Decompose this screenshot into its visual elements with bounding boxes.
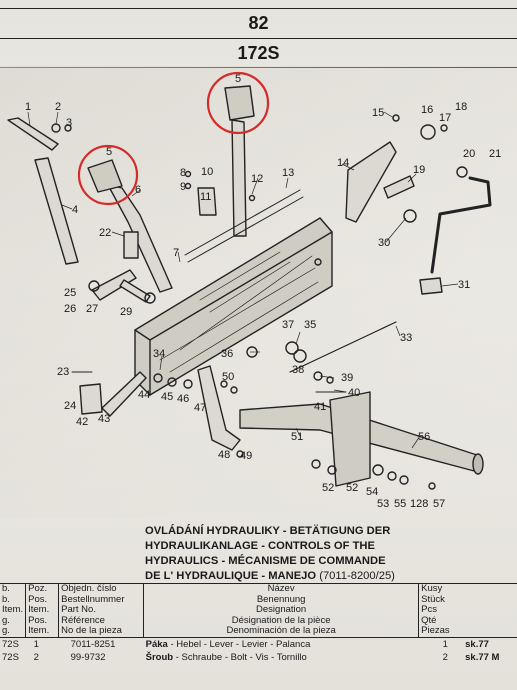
callout-16: 16 xyxy=(421,104,433,116)
callout-36: 36 xyxy=(221,348,233,360)
callout-48: 48 xyxy=(218,449,230,461)
callout-40: 40 xyxy=(348,387,360,399)
col-ref-header xyxy=(463,583,517,638)
lever-5 xyxy=(231,119,247,237)
caption-line-1: OVLÁDÁNÍ HYDRAULIKY - BETÄTIGUNG DER xyxy=(145,525,391,537)
page-header: 82 172S xyxy=(0,8,517,68)
callout-14: 14 xyxy=(337,157,349,169)
exploded-diagram: 1 2 3 4 5 5 6 7 8 9 10 11 12 13 14 15 16… xyxy=(0,66,517,518)
highlight-circle-knob-right xyxy=(206,71,270,135)
callout-17: 17 xyxy=(439,112,451,124)
callout-41: 41 xyxy=(314,401,326,413)
callout-20: 20 xyxy=(463,148,475,160)
callout-53: 53 xyxy=(377,498,389,510)
section-caption: OVLÁDÁNÍ HYDRAULIKY - BETÄTIGUNG DER HYD… xyxy=(145,524,445,584)
table-row: 72S 2 99-9732 Šroub - Schraube - Bolt - … xyxy=(2,651,500,663)
callout-42: 42 xyxy=(76,416,88,428)
callout-19: 19 xyxy=(413,164,425,176)
callout-44: 44 xyxy=(138,389,150,401)
callout-10: 10 xyxy=(201,166,213,178)
table-header: b.b.Item.g.g. Poz.Pos.Item.Pos.Item. Obj… xyxy=(0,583,517,638)
caption-line-4: DE L' HYDRAULIQUE - MANEJO (7011-8200/25… xyxy=(145,570,395,582)
callout-22: 22 xyxy=(99,227,111,239)
callout-29: 29 xyxy=(120,306,132,318)
callout-8: 8 xyxy=(180,167,186,179)
callout-54: 54 xyxy=(366,486,378,498)
block-31 xyxy=(419,277,443,295)
callout-57: 57 xyxy=(433,498,445,510)
callout-21: 21 xyxy=(489,148,501,160)
callout-26: 26 xyxy=(64,303,76,315)
callout-56: 56 xyxy=(418,431,430,443)
lever-arm-1 xyxy=(7,117,59,151)
callout-6: 6 xyxy=(135,184,141,196)
callout-30: 30 xyxy=(378,237,390,249)
callout-4: 4 xyxy=(72,204,78,216)
callout-15: 15 xyxy=(372,107,384,119)
callout-31: 31 xyxy=(458,279,470,291)
callout-18: 18 xyxy=(455,101,467,113)
callout-34: 34 xyxy=(153,348,165,360)
callout-7: 7 xyxy=(173,247,179,259)
callout-5-left: 5 xyxy=(106,146,112,158)
callout-13: 13 xyxy=(282,167,294,179)
callout-5-right: 5 xyxy=(235,73,241,85)
caption-line-2: HYDRAULIKANLAGE - CONTROLS OF THE xyxy=(145,540,375,552)
callout-128: 128 xyxy=(410,498,428,510)
lever-47 xyxy=(197,365,241,451)
callout-52-left: 52 xyxy=(322,482,334,494)
callout-24: 24 xyxy=(64,400,76,412)
callout-49: 49 xyxy=(240,450,252,462)
callout-45: 45 xyxy=(161,391,173,403)
callout-11: 11 xyxy=(200,191,211,203)
parts-table: b.b.Item.g.g. Poz.Pos.Item.Pos.Item. Obj… xyxy=(0,583,517,664)
caption-line-3: HYDRAULICS - MÉCANISME DE COMMANDE xyxy=(145,555,386,567)
table-row: 72S 1 7011-8251 Páka - Hebel - Lever - L… xyxy=(2,638,489,650)
col-model-header: b.b.Item.g.g. xyxy=(0,583,26,638)
col-pos-header: Poz.Pos.Item.Pos.Item. xyxy=(25,583,59,638)
callout-3: 3 xyxy=(66,117,72,129)
callout-33: 33 xyxy=(400,332,412,344)
callout-2: 2 xyxy=(55,101,61,113)
callout-38: 38 xyxy=(292,364,304,376)
caption-code: (7011-8200/25) xyxy=(319,570,395,582)
callout-51: 51 xyxy=(291,431,303,443)
lever-6 xyxy=(107,184,173,293)
rod-13 xyxy=(184,189,304,263)
callout-50: 50 xyxy=(222,371,234,383)
callout-47: 47 xyxy=(194,402,206,414)
callout-55: 55 xyxy=(394,498,406,510)
lever-14 xyxy=(345,141,397,223)
callout-9: 9 xyxy=(180,181,186,193)
callout-52-right: 52 xyxy=(346,482,358,494)
callout-25: 25 xyxy=(64,287,76,299)
callout-37: 37 xyxy=(282,319,294,331)
callout-labels: 1 2 3 4 5 5 6 7 8 9 10 11 12 13 14 15 16… xyxy=(25,73,501,510)
rod-33 xyxy=(289,321,397,373)
callout-39: 39 xyxy=(341,372,353,384)
callout-35: 35 xyxy=(304,319,316,331)
callout-46: 46 xyxy=(177,393,189,405)
callout-27: 27 xyxy=(86,303,98,315)
page-number: 82 xyxy=(0,9,517,39)
callout-12: 12 xyxy=(251,173,263,185)
callout-23: 23 xyxy=(57,366,69,378)
callout-43: 43 xyxy=(98,413,110,425)
link-rod-4 xyxy=(34,157,79,265)
callout-1: 1 xyxy=(25,101,31,113)
model-name: 172S xyxy=(237,43,280,63)
rod-21 xyxy=(430,176,492,274)
highlight-circle-knob-left xyxy=(77,144,139,206)
